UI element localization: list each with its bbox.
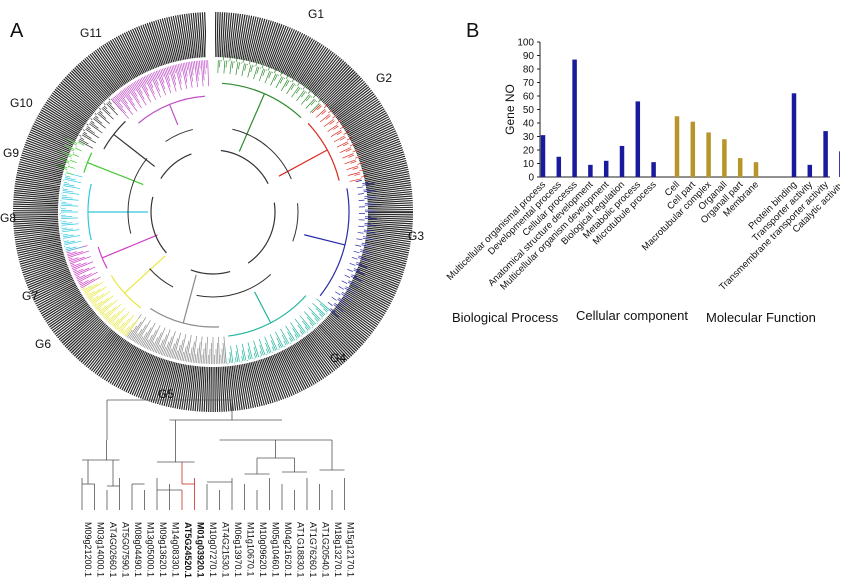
bar-2-3 <box>839 151 840 177</box>
bar-2-1 <box>807 164 813 177</box>
subtree-leaf-label: AT5G07590.1 <box>121 522 131 577</box>
subtree-leaf-label: M08g04490.1 <box>133 522 143 577</box>
clade-g10 <box>78 98 156 167</box>
group-label-g1: G1 <box>308 7 324 21</box>
y-tick-label: 70 <box>523 78 535 89</box>
subtree-leaf-label: M13g05000.1 <box>146 522 156 577</box>
bar-0-0 <box>540 135 546 177</box>
subtree-leaf-label: AT5G24520.1 <box>183 522 193 578</box>
bar-0-6 <box>635 101 641 177</box>
clade-g6 <box>81 255 166 337</box>
subtree-leaf-label: M05g10460.1 <box>271 522 281 577</box>
bar-1-1 <box>690 121 696 177</box>
group-label-g6: G6 <box>35 337 51 351</box>
ring-gap <box>206 10 215 61</box>
bar-0-5 <box>619 145 625 177</box>
group-label-g7: G7 <box>22 289 38 303</box>
clade-g2 <box>278 103 367 182</box>
clade-g3 <box>304 180 378 318</box>
tree-backbone-outer <box>127 126 299 298</box>
y-tick-label: 80 <box>523 65 535 76</box>
y-axis-label: Gene NO <box>503 84 517 135</box>
tree-backbone <box>150 149 276 275</box>
bar-0-4 <box>603 160 609 177</box>
subtree-leaf-label: M18g13270.1 <box>333 522 343 577</box>
clade-g9 <box>56 138 144 186</box>
y-tick-label: 40 <box>523 119 535 130</box>
clade-g1 <box>217 55 322 152</box>
y-tick-label: 90 <box>523 51 535 62</box>
subtree-leaf-label: AT4G02660.1 <box>108 522 118 577</box>
subtree-leaf-label: M10g09620.1 <box>258 522 268 577</box>
clade-g4 <box>224 291 330 365</box>
subtree-leaf-label: AT1G76260.1 <box>308 522 318 577</box>
biological-process-label: Biological Process <box>452 310 559 325</box>
bar-0-1 <box>556 156 562 177</box>
bar-2-0 <box>791 93 797 177</box>
bar-0-3 <box>588 164 593 177</box>
subtree-leaf-label: M06g13970.1 <box>233 522 243 577</box>
y-tick-label: 60 <box>523 92 535 103</box>
group-label-g5: G5 <box>158 387 174 401</box>
y-tick-label: 20 <box>523 146 535 157</box>
subtree-leaf-label: M04g21620.1 <box>283 522 293 577</box>
clade-g8 <box>60 172 148 252</box>
y-tick-label: 0 <box>528 173 534 184</box>
group-label-g8: G8 <box>0 211 16 225</box>
bar-1-4 <box>737 158 743 177</box>
bar-1-0 <box>674 116 680 177</box>
subtree-leaf-label: M01g03920.1 <box>196 522 206 578</box>
bar-0-2 <box>572 59 577 177</box>
subtree-leaf-label: M10g07270.1 <box>208 522 218 577</box>
subtree-leaf-label: M09g21200.1 <box>83 522 93 577</box>
bar-0-7 <box>651 162 656 177</box>
subtree-leaf-label: AT4G21530.1 <box>221 522 231 577</box>
group-label-g4: G4 <box>330 351 346 365</box>
group-label-g2: G2 <box>376 71 392 85</box>
subtree-leaf-label: M09g13620.1 <box>158 522 168 577</box>
bar-1-5 <box>753 162 759 177</box>
cellular-component-label: Cellular component <box>576 308 689 323</box>
y-tick-label: 50 <box>523 105 535 116</box>
y-tick-label: 10 <box>523 159 535 170</box>
clade-g7 <box>66 234 158 289</box>
group-label-g9: G9 <box>3 146 19 160</box>
group-label-g10: G10 <box>10 96 33 110</box>
subtree-leaf-label: M11g10670.1 <box>246 522 256 576</box>
bar-1-2 <box>706 132 711 177</box>
panel-a-letter: A <box>10 20 24 42</box>
y-tick-label: 100 <box>517 38 534 49</box>
y-tick-label: 30 <box>523 132 535 143</box>
bar-2-2 <box>823 131 828 177</box>
group-label-g3: G3 <box>408 229 424 243</box>
subtree-leaf-label: AT1G20540.1 <box>321 522 331 577</box>
subtree-leaf-label: AT1G18830.1 <box>296 522 306 577</box>
clade-g11 <box>111 60 209 126</box>
bar-1-3 <box>722 139 727 177</box>
subtree-leaf-label: M14g08330.1 <box>171 522 181 577</box>
subtree-leaf-label: M03g14000.1 <box>96 522 106 577</box>
molecular-function-label: Molecular Function <box>706 310 816 325</box>
subtree-leaf-label: M15g12170.1 <box>346 522 356 577</box>
group-label-g11: G11 <box>80 26 102 40</box>
clade-g5 <box>125 274 227 364</box>
panel-b-letter: B <box>466 20 480 42</box>
